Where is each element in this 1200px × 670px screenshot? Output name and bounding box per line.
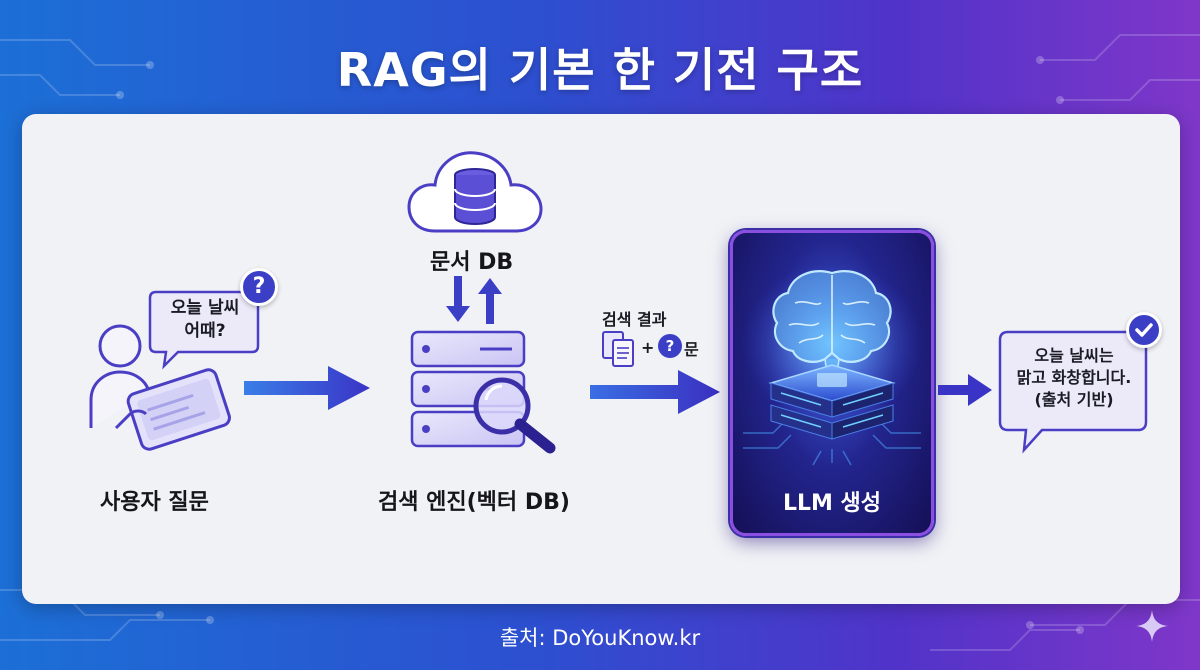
sparkle-icon (1136, 610, 1168, 642)
checkmark-icon (1126, 312, 1162, 348)
question-circle-glyph: ? (665, 337, 675, 355)
checkmark-glyph (1135, 323, 1153, 337)
user-bubble-line-1: 오늘 날씨 (170, 298, 240, 318)
plus-sign: + (641, 338, 655, 357)
arrow-llm-to-answer (938, 374, 992, 406)
user-question-label: 사용자 질문 (100, 490, 209, 515)
question-mark-icon: ? (240, 268, 278, 306)
diagram-panel (22, 114, 1180, 604)
llm-generation-card: LLM 생성 (730, 230, 934, 536)
llm-label: LLM 생성 (782, 491, 882, 516)
source-footer: 출처: DoYouKnow.kr (499, 626, 701, 650)
search-engine-label: 검색 엔진(벡터 DB) (378, 490, 570, 515)
answer-line-3: (출처 기반) (1034, 390, 1114, 409)
answer-line-2: 맑고 화창합니다. (1016, 368, 1132, 387)
documents-icon (602, 331, 634, 367)
search-server-icon (410, 330, 556, 454)
question-suffix-text: 문 (684, 340, 699, 359)
cloud-database-icon (407, 151, 543, 233)
arrow-user-to-search (244, 366, 370, 410)
question-circle-icon: ? (658, 334, 682, 358)
arrow-search-to-llm (590, 370, 720, 414)
user-bubble-line-2: 어때? (184, 321, 226, 341)
bidirectional-arrows-icon (446, 276, 502, 324)
brain-chip-icon (742, 263, 922, 466)
search-result-label: 검색 결과 (602, 310, 667, 329)
document-db-label: 문서 DB (430, 250, 514, 275)
question-mark-glyph: ? (252, 274, 266, 299)
answer-line-1: 오늘 날씨는 (1034, 346, 1114, 365)
page-title: RAG의 기본 한 기전 구조 (336, 43, 864, 97)
user-with-phone-icon (89, 324, 231, 451)
